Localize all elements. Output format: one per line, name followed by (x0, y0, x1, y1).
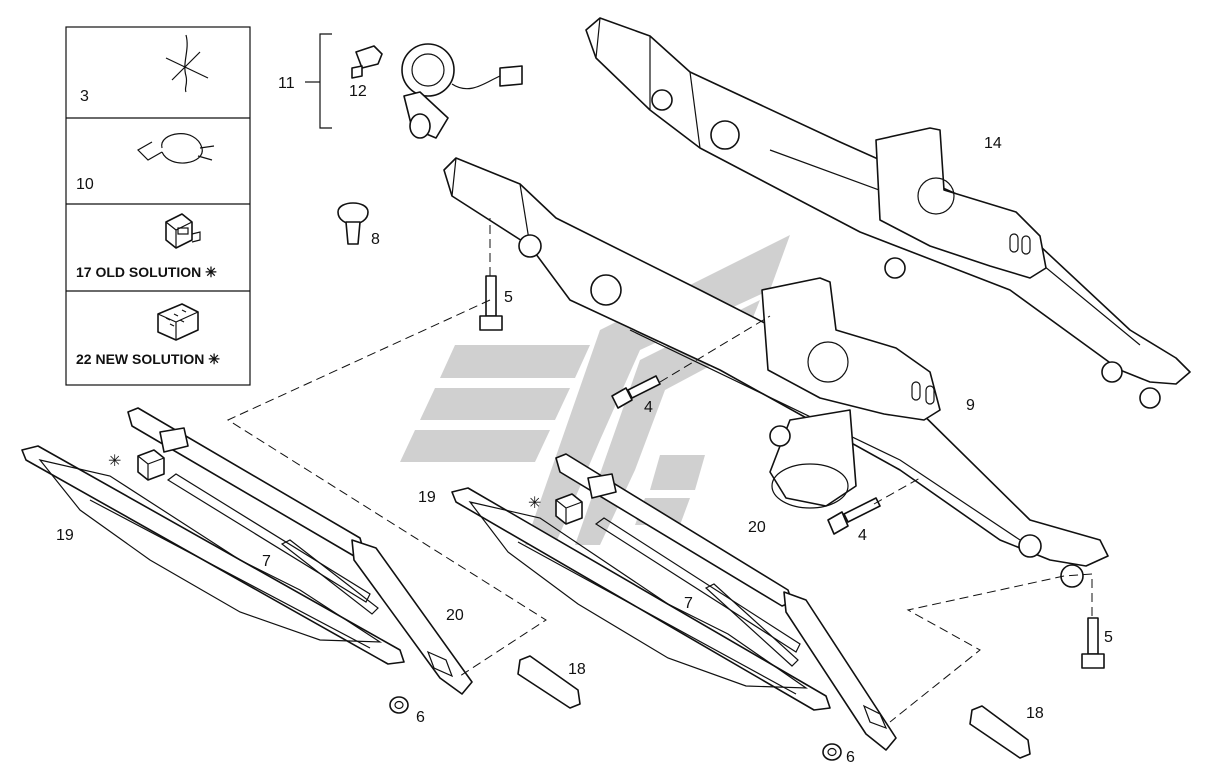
legend-part-10-icon (137, 133, 215, 164)
callout-7-left: 7 (262, 553, 271, 570)
callout-19-right: 19 (418, 489, 436, 506)
callout-8: 8 (371, 231, 380, 248)
callout-4-lower: 4 (858, 527, 867, 544)
callout-12: 12 (349, 83, 367, 100)
legend-table: 3 10 17 OLD SOLUTION ✳ 22 NEW SOLUTION ✳ (65, 26, 251, 386)
legend-frame (65, 26, 251, 386)
legend-row-3-number: 3 (80, 88, 89, 105)
legend-part-17-icon (165, 213, 201, 249)
connector-left (137, 449, 165, 481)
callout-20-left: 20 (446, 607, 464, 624)
bolt-5-left (479, 275, 503, 331)
upper-linkage-frame (585, 17, 1191, 409)
callout-5-left: 5 (504, 289, 513, 306)
callout-7-right: 7 (684, 595, 693, 612)
legend-row-22-label: 22 NEW SOLUTION ✳ (76, 351, 220, 367)
nut-6-left (389, 696, 409, 714)
left-wiper-arm (127, 407, 473, 695)
legend-row-17-label: 17 OLD SOLUTION ✳ (76, 264, 217, 280)
callout-14: 14 (984, 135, 1002, 152)
callout-5-right: 5 (1104, 629, 1113, 646)
bolt-4-lower (827, 497, 881, 535)
bolt-5-right (1081, 617, 1105, 669)
callout-20-right: 20 (748, 519, 766, 536)
push-pin-8 (337, 202, 369, 245)
callout-18-left: 18 (568, 661, 586, 678)
connector-mid (555, 493, 583, 525)
callout-6-left: 6 (416, 709, 425, 726)
assembly-dashed-lines (226, 218, 1093, 723)
callout-9: 9 (966, 397, 975, 414)
callout-11: 11 (278, 75, 295, 92)
left-wiper-blade (21, 445, 405, 665)
star-mark-mid: ✳ (528, 495, 541, 512)
callout-19-left: 19 (56, 527, 74, 544)
gasket-18-left (517, 655, 581, 709)
star-mark-left: ✳ (108, 453, 121, 470)
right-wiper-blade (451, 487, 831, 711)
callout-4-upper: 4 (644, 399, 653, 416)
wiper-motor-assembly (305, 33, 523, 139)
legend-row-10-number: 10 (76, 176, 94, 193)
bolt-4-upper (611, 375, 661, 409)
right-wiper-arm (555, 453, 897, 751)
callout-18-right: 18 (1026, 705, 1044, 722)
gasket-18-right (969, 705, 1031, 759)
lower-linkage-frame (443, 157, 1109, 588)
nut-6-right (822, 743, 842, 761)
callout-6-right: 6 (846, 749, 855, 766)
legend-part-3-icon (165, 34, 209, 93)
legend-part-22-icon (157, 303, 199, 341)
